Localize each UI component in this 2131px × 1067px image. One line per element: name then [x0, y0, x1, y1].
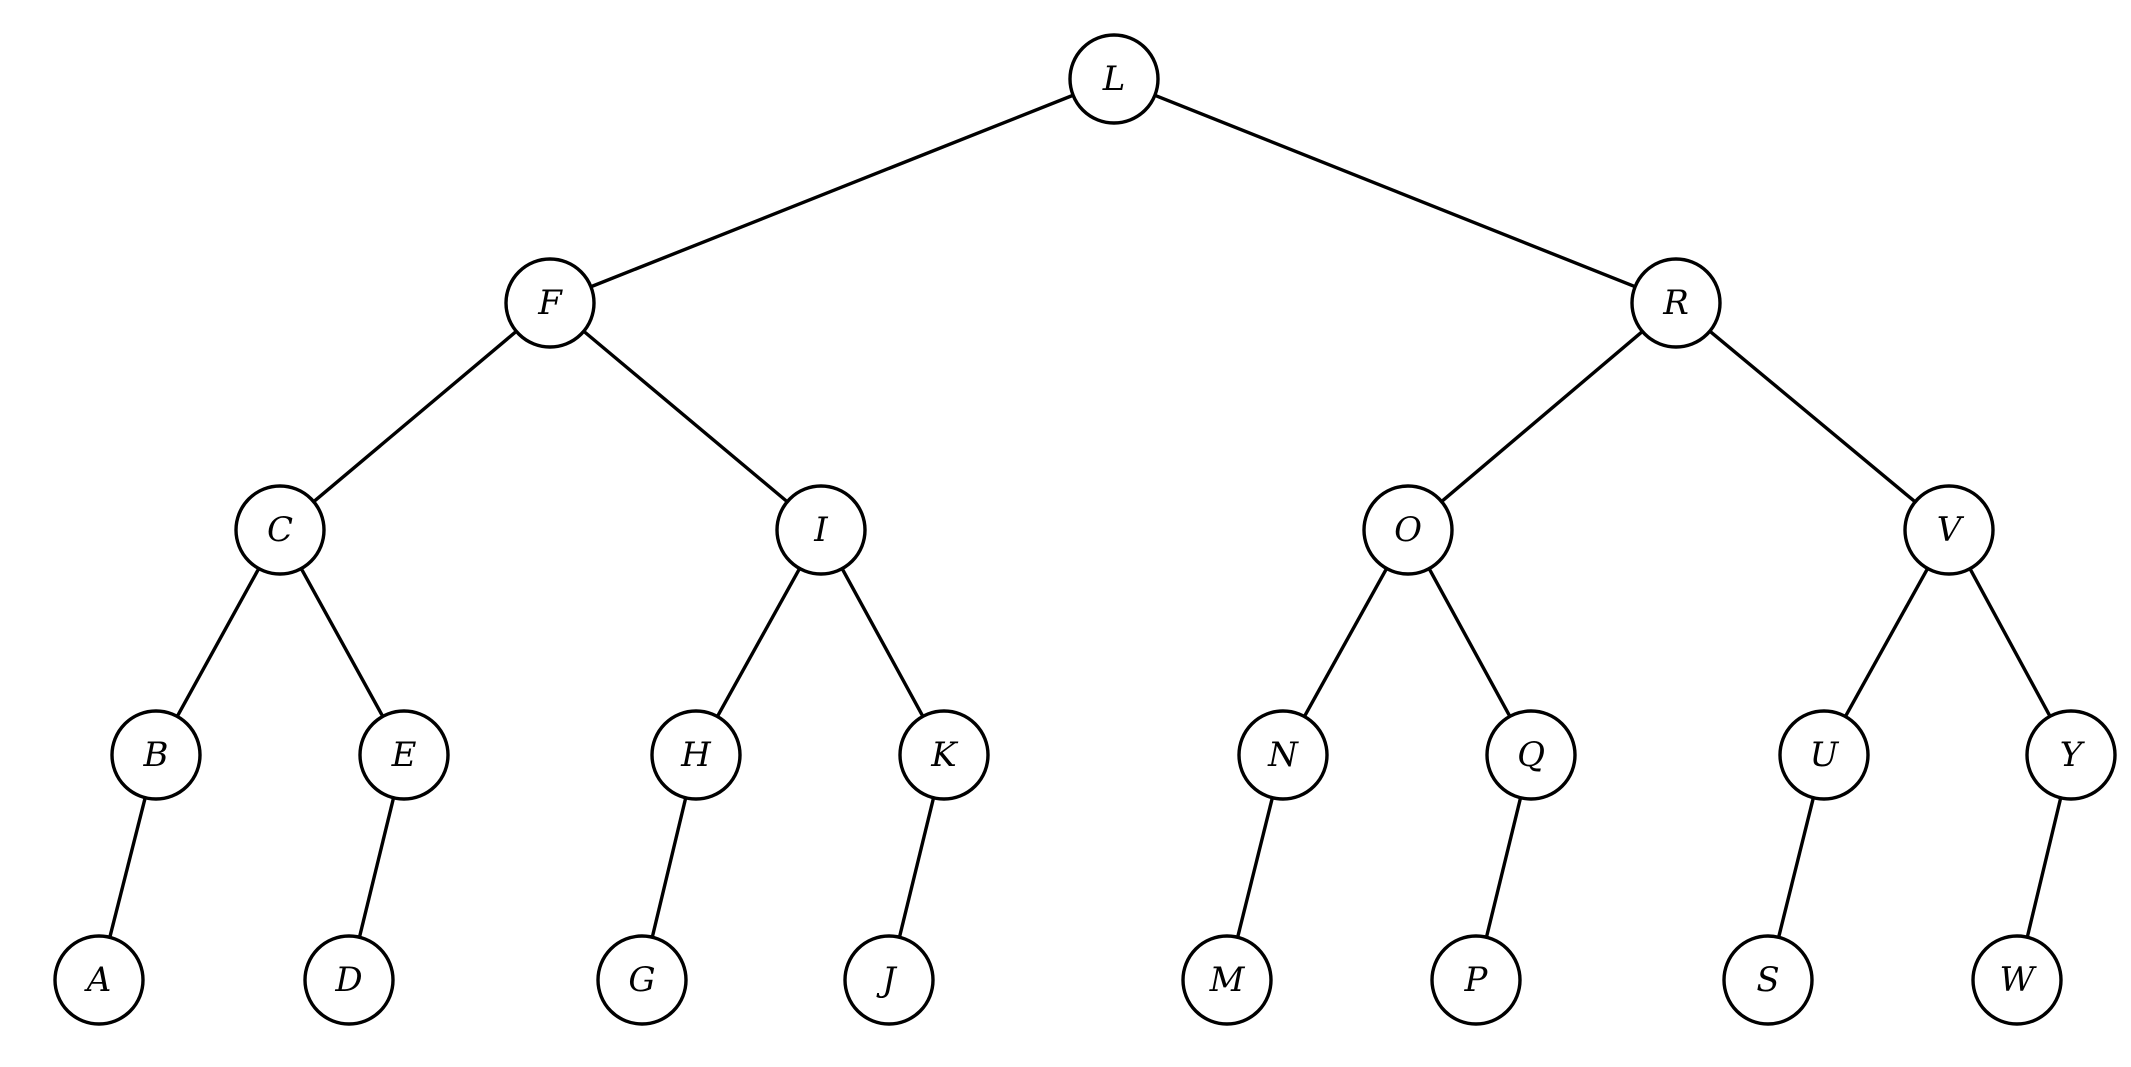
- edge-C-B: [175, 567, 261, 718]
- node-label-S: S: [1756, 960, 1779, 1000]
- node-M: M: [1181, 934, 1273, 1026]
- node-R: R: [1630, 257, 1722, 349]
- node-label-J: J: [876, 960, 898, 1000]
- node-label-N: N: [1267, 735, 1299, 775]
- node-label-H: H: [680, 735, 712, 775]
- edge-Q-P: [1484, 797, 1523, 938]
- node-label-C: C: [267, 510, 293, 550]
- node-circle-D: [303, 934, 395, 1026]
- node-circle-B: [110, 709, 202, 801]
- edge-I-H: [715, 567, 802, 718]
- node-Y: Y: [2025, 709, 2117, 801]
- edge-E-D: [357, 797, 396, 938]
- node-label-R: R: [1662, 283, 1689, 323]
- node-label-G: G: [628, 960, 655, 1000]
- node-label-K: K: [930, 735, 959, 775]
- node-circle-S: [1722, 934, 1814, 1026]
- node-D: D: [303, 934, 395, 1026]
- edge-F-I: [582, 329, 789, 504]
- node-circle-H: [650, 709, 742, 801]
- node-circle-Q: [1485, 709, 1577, 801]
- node-label-F: F: [537, 283, 563, 323]
- node-circle-W: [1971, 934, 2063, 1026]
- node-V: V: [1903, 484, 1995, 576]
- node-circle-I: [775, 484, 867, 576]
- node-circle-G: [596, 934, 688, 1026]
- node-label-O: O: [1394, 510, 1422, 550]
- node-W: W: [1971, 934, 2063, 1026]
- node-C: C: [234, 484, 326, 576]
- node-label-Q: Q: [1517, 735, 1545, 775]
- edge-R-V: [1708, 329, 1917, 504]
- node-label-U: U: [1810, 735, 1840, 775]
- edge-I-K: [840, 567, 925, 718]
- edge-Y-W: [2025, 797, 2063, 938]
- node-circle-Y: [2025, 709, 2117, 801]
- node-J: J: [843, 934, 935, 1026]
- edge-V-Y: [1968, 567, 2052, 718]
- node-label-W: W: [2000, 960, 2038, 1000]
- edge-V-U: [1843, 567, 1930, 718]
- edge-O-N: [1302, 567, 1389, 718]
- node-label-P: P: [1464, 960, 1489, 1000]
- edge-B-A: [108, 797, 147, 938]
- node-circle-V: [1903, 484, 1995, 576]
- node-circle-J: [843, 934, 935, 1026]
- node-S: S: [1722, 934, 1814, 1026]
- node-circle-K: [898, 709, 990, 801]
- node-circle-C: [234, 484, 326, 576]
- node-H: H: [650, 709, 742, 801]
- node-circle-F: [504, 257, 596, 349]
- node-circle-L: [1068, 33, 1160, 125]
- tree-nodes: L F R C I O V B E H K N Q U Y A D G J M P S W: [53, 33, 2117, 1026]
- tree-edges: [108, 93, 2063, 938]
- node-G: G: [596, 934, 688, 1026]
- node-circle-E: [358, 709, 450, 801]
- node-circle-N: [1237, 709, 1329, 801]
- edge-N-M: [1235, 797, 1275, 938]
- node-N: N: [1237, 709, 1329, 801]
- node-F: F: [504, 257, 596, 349]
- node-circle-R: [1630, 257, 1722, 349]
- node-circle-A: [53, 934, 145, 1026]
- node-I: I: [775, 484, 867, 576]
- node-label-B: B: [143, 735, 169, 775]
- node-O: O: [1362, 484, 1454, 576]
- edge-L-F: [590, 93, 1074, 289]
- node-label-E: E: [391, 735, 417, 775]
- node-label-Y: Y: [2060, 735, 2086, 775]
- node-L: L: [1068, 33, 1160, 125]
- node-label-D: D: [334, 960, 362, 1000]
- node-P: P: [1430, 934, 1522, 1026]
- node-label-V: V: [1937, 510, 1965, 550]
- edge-U-S: [1776, 797, 1816, 938]
- edge-K-J: [897, 797, 936, 938]
- node-circle-P: [1430, 934, 1522, 1026]
- node-K: K: [898, 709, 990, 801]
- node-circle-M: [1181, 934, 1273, 1026]
- node-circle-U: [1778, 709, 1870, 801]
- node-label-M: M: [1209, 960, 1246, 1000]
- node-Q: Q: [1485, 709, 1577, 801]
- edge-C-E: [299, 567, 385, 718]
- node-label-A: A: [84, 960, 112, 1000]
- node-U: U: [1778, 709, 1870, 801]
- node-E: E: [358, 709, 450, 801]
- node-A: A: [53, 934, 145, 1026]
- edge-L-R: [1154, 93, 1636, 289]
- node-label-I: I: [813, 510, 828, 550]
- edge-H-G: [650, 797, 688, 938]
- edge-F-C: [312, 330, 518, 503]
- node-B: B: [110, 709, 202, 801]
- edge-R-O: [1440, 330, 1644, 503]
- node-label-L: L: [1102, 59, 1126, 99]
- edge-O-Q: [1427, 567, 1512, 718]
- node-circle-O: [1362, 484, 1454, 576]
